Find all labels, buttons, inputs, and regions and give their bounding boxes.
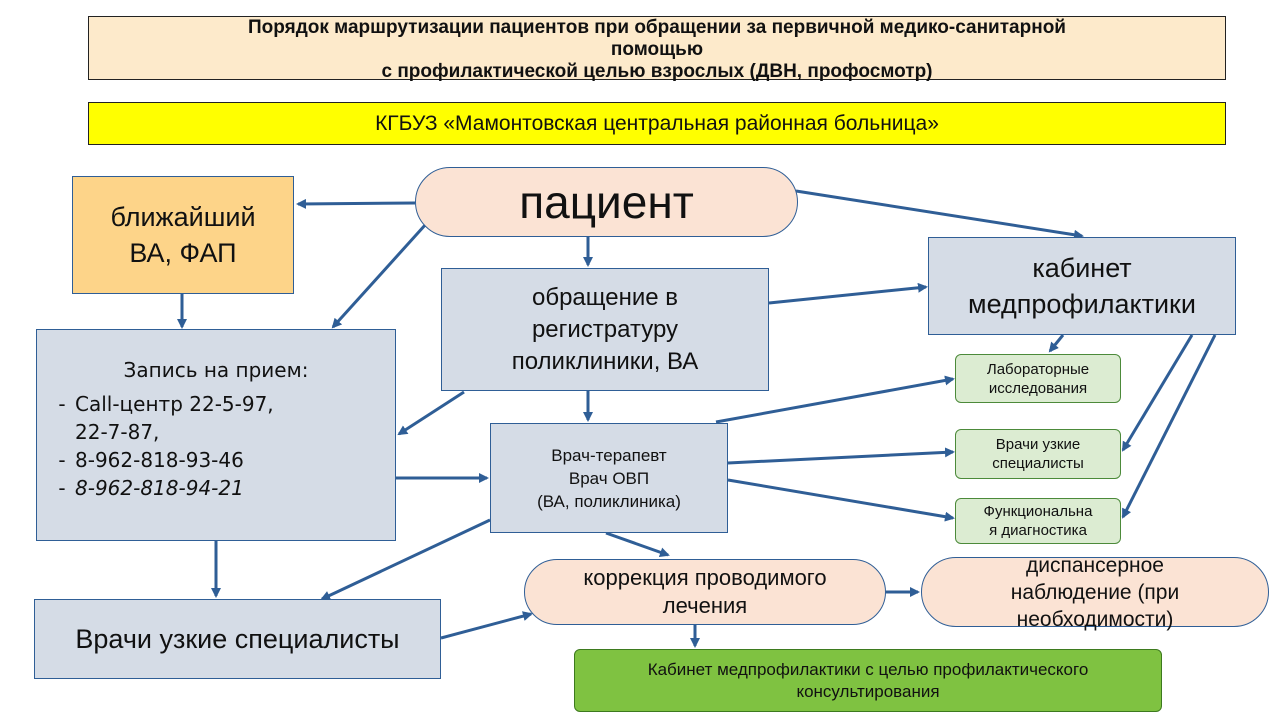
arrow-doctor-to-correction bbox=[605, 531, 670, 558]
title-line-2: помощью bbox=[610, 39, 704, 60]
prevention-consulting-node: Кабинет медпрофилактики с целью профилак… bbox=[574, 649, 1162, 712]
arrow-doctor-to-specialists bbox=[320, 518, 491, 601]
correction-line-1: коррекция проводимого bbox=[583, 565, 827, 590]
organization-banner: КГБУЗ «Мамонтовская центральная районная… bbox=[88, 102, 1226, 145]
specialists-label: Врачи узкие специалисты bbox=[75, 623, 400, 654]
patient-node: пациент bbox=[415, 167, 798, 237]
registry-line-1: обращение в bbox=[531, 283, 679, 311]
therapist-node: Врач-терапевт Врач ОВП (ВА, поликлиника) bbox=[490, 423, 728, 533]
dispensary-line-1: диспансерное bbox=[1026, 553, 1164, 577]
lab-tests-node: Лабораторные исследования bbox=[955, 354, 1121, 403]
record-phone: Call-центр 22-5-97, bbox=[75, 392, 274, 416]
nearest-station-node: ближайший ВА, ФАП bbox=[72, 176, 294, 294]
arrow-doctor-to-narrow bbox=[727, 447, 955, 465]
narrow-line-2: специалисты bbox=[992, 455, 1084, 472]
arrow-cabinet-to-func bbox=[1121, 334, 1217, 519]
record-dash: - bbox=[58, 392, 66, 416]
correction-line-2: лечения bbox=[662, 593, 748, 618]
record-heading: Запись на прием: bbox=[123, 358, 309, 382]
appointment-record-node: Запись на прием: - Call-центр 22-5-97, 2… bbox=[36, 329, 396, 541]
arrow-specialists-to-correction bbox=[440, 611, 533, 640]
dispensary-line-3: необходимости) bbox=[1016, 607, 1174, 631]
arrow-doctor-to-lab bbox=[715, 375, 955, 424]
record-item: - Call-центр 22-5-97, bbox=[37, 390, 274, 418]
arrow-patient-to-cabinet bbox=[795, 189, 1084, 240]
arrow-patient-to-record bbox=[331, 222, 428, 329]
nearest-line-1: ближайший bbox=[110, 202, 256, 232]
arrow-patient-to-nearest bbox=[296, 198, 416, 209]
registry-line-2: регистратуру bbox=[531, 315, 679, 343]
final-line-2: консультирования bbox=[796, 681, 940, 701]
cabinet-line-2: медпрофилактики bbox=[968, 289, 1196, 319]
arrow-registry-to-record bbox=[397, 390, 465, 436]
specialists-node: Врачи узкие специалисты bbox=[34, 599, 441, 679]
record-item: - 8-962-818-94-21 bbox=[37, 474, 244, 502]
cabinet-line-1: кабинет bbox=[1032, 253, 1132, 283]
lab-line-2: исследования bbox=[988, 379, 1088, 397]
doctor-line-3: (ВА, поликлиника) bbox=[537, 491, 681, 511]
patient-label: пациент bbox=[519, 176, 694, 228]
dispensary-observation-node: диспансерное наблюдение (при необходимос… bbox=[921, 554, 1269, 631]
record-item: 22-7-87, bbox=[37, 418, 159, 446]
func-line-1: Функциональна bbox=[983, 503, 1093, 520]
treatment-correction-node: коррекция проводимого лечения bbox=[524, 559, 886, 625]
record-item: - 8-962-818-93-46 bbox=[37, 446, 244, 474]
record-dash: - bbox=[58, 476, 66, 500]
record-phone: 22-7-87, bbox=[75, 420, 160, 444]
arrow-doctor-to-func bbox=[727, 478, 955, 522]
doctor-line-1: Врач-терапевт bbox=[551, 445, 667, 465]
func-line-2: я диагностика bbox=[989, 522, 1087, 539]
final-line-1: Кабинет медпрофилактики с целью профилак… bbox=[647, 659, 1089, 679]
arrow-cabinet-to-narrow bbox=[1121, 334, 1194, 452]
doctor-line-2: Врач ОВП bbox=[568, 468, 650, 488]
lab-line-1: Лабораторные bbox=[986, 360, 1090, 378]
diagram-title: Порядок маршрутизации пациентов при обра… bbox=[88, 16, 1226, 82]
arrow-registry-to-cabinet bbox=[768, 282, 928, 305]
registry-node: обращение в регистратуру поликлиники, ВА bbox=[441, 268, 769, 391]
narrow-specialists-node: Врачи узкие специалисты bbox=[955, 429, 1121, 479]
record-phone: 8-962-818-94-21 bbox=[75, 476, 244, 500]
title-line-3: с профилактической целью взрослых (ДВН, … bbox=[381, 61, 933, 82]
narrow-line-1: Врачи узкие bbox=[995, 436, 1081, 453]
registry-line-3: поликлиники, ВА bbox=[511, 347, 699, 375]
arrow-cabinet-to-lab bbox=[1048, 334, 1065, 353]
record-phone: 8-962-818-93-46 bbox=[75, 448, 244, 472]
organization-name: КГБУЗ «Мамонтовская центральная районная… bbox=[375, 111, 939, 135]
dispensary-line-2: наблюдение (при bbox=[1010, 580, 1180, 604]
functional-diagnostics-node: Функциональна я диагностика bbox=[955, 498, 1121, 544]
title-line-1: Порядок маршрутизации пациентов при обра… bbox=[248, 17, 1066, 38]
nearest-line-2: ВА, ФАП bbox=[129, 238, 237, 268]
prevention-cabinet-node: кабинет медпрофилактики bbox=[928, 237, 1236, 335]
record-dash: - bbox=[58, 448, 66, 472]
